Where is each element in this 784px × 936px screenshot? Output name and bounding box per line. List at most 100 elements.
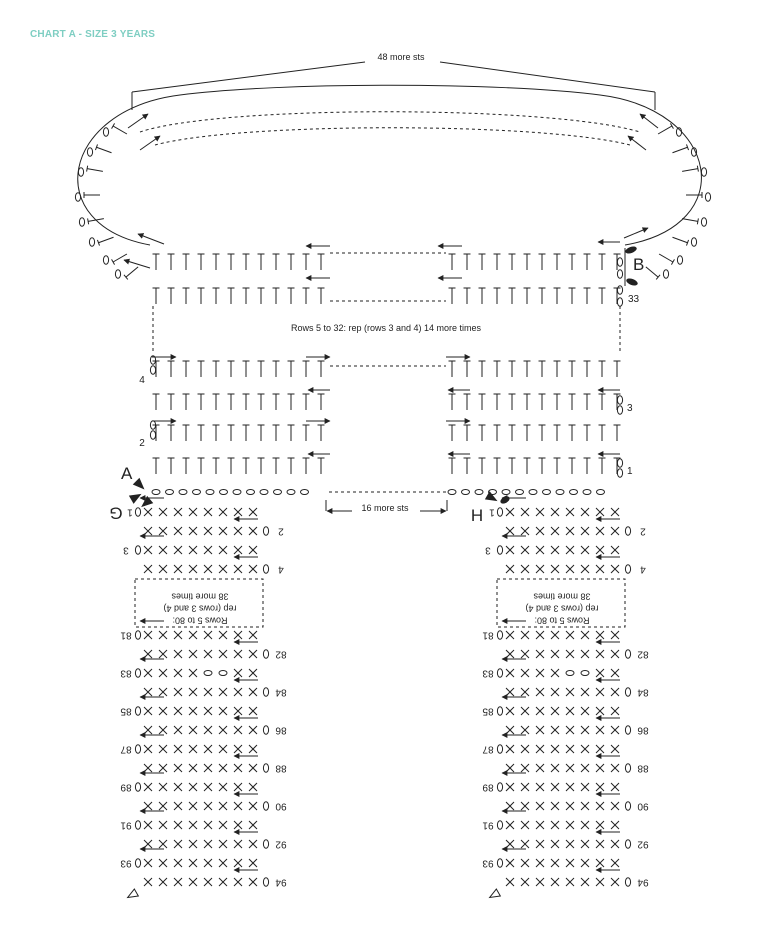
chain-stitch <box>580 670 590 676</box>
sc-stitch <box>218 649 228 659</box>
direction-arrow <box>639 113 659 129</box>
dc-stitch <box>152 287 160 304</box>
sc-stitch <box>505 545 515 555</box>
sc-stitch <box>595 630 605 640</box>
dc-stitch <box>212 287 220 304</box>
chain-stitch <box>286 489 296 495</box>
chain-stitch <box>134 858 142 868</box>
stitch-label: 1 <box>489 506 495 517</box>
sc-stitch <box>505 801 515 811</box>
dc-stitch <box>182 287 190 304</box>
stitch-label: 3 <box>485 544 491 555</box>
dc-stitch <box>257 393 265 410</box>
stitch-label: rep (rows 3 and 4) <box>163 604 236 614</box>
sc-stitch <box>158 877 168 887</box>
sc-stitch <box>173 820 183 830</box>
sc-stitch <box>173 668 183 678</box>
dc-stitch <box>197 457 205 474</box>
sc-stitch <box>580 687 590 697</box>
dc-stitch <box>167 393 175 410</box>
sc-stitch <box>158 630 168 640</box>
dc-stitch <box>242 393 250 410</box>
sc-stitch <box>520 668 530 678</box>
dc-stitch <box>553 424 561 441</box>
dc-stitch <box>672 144 690 154</box>
sc-stitch <box>505 725 515 735</box>
sc-stitch <box>233 801 243 811</box>
chain-stitch <box>262 763 270 773</box>
dc-stitch <box>672 236 690 246</box>
stitch-label: 84 <box>275 686 287 697</box>
sc-stitch <box>550 801 560 811</box>
chain-stitch <box>259 489 269 495</box>
sc-stitch <box>520 507 530 517</box>
stitch-label: 82 <box>637 648 649 659</box>
chain-stitch <box>569 489 578 495</box>
sc-stitch <box>580 526 590 536</box>
chain-stitch <box>624 839 632 849</box>
sc-stitch <box>173 649 183 659</box>
chain-stitch <box>262 725 270 735</box>
sc-stitch <box>188 858 198 868</box>
sc-stitch <box>233 782 243 792</box>
dc-stitch <box>212 393 220 410</box>
sc-stitch <box>203 545 213 555</box>
chain-stitch <box>700 217 708 227</box>
dc-stitch <box>568 287 576 304</box>
dc-stitch <box>478 253 486 270</box>
sc-stitch <box>550 668 560 678</box>
sc-stitch <box>218 877 228 887</box>
sc-stitch <box>610 839 620 849</box>
sc-stitch <box>565 649 575 659</box>
marker-triangle <box>141 495 154 508</box>
sc-stitch <box>505 526 515 536</box>
dc-stitch <box>83 192 100 198</box>
dc-stitch <box>302 360 310 377</box>
dc-stitch <box>227 360 235 377</box>
sc-stitch <box>173 858 183 868</box>
dc-stitch <box>242 360 250 377</box>
sc-stitch <box>580 630 590 640</box>
sc-stitch <box>233 545 243 555</box>
chain-stitch <box>582 489 592 495</box>
sc-stitch <box>248 839 258 849</box>
chain-stitch <box>624 687 632 697</box>
dc-stitch <box>167 424 175 441</box>
dc-stitch <box>523 287 531 304</box>
sc-stitch <box>595 526 605 536</box>
stitch-label: 93 <box>482 857 494 868</box>
dc-stitch <box>613 457 621 474</box>
sc-stitch <box>565 687 575 697</box>
sc-stitch <box>158 668 168 678</box>
sc-stitch <box>143 526 153 536</box>
stitch-label: 85 <box>482 705 494 716</box>
sc-stitch <box>218 545 228 555</box>
sc-stitch <box>595 668 605 678</box>
stitch-label: 90 <box>637 800 649 811</box>
sc-stitch <box>535 564 545 574</box>
sc-stitch <box>203 526 213 536</box>
sleeve-chart-left: Rows 5 to 80:rep (rows 3 and 4)38 more t… <box>120 495 287 899</box>
sc-stitch <box>218 820 228 830</box>
sc-stitch <box>520 545 530 555</box>
sc-stitch <box>565 877 575 887</box>
sc-stitch <box>173 744 183 754</box>
sc-stitch <box>173 706 183 716</box>
ring-outline <box>77 84 702 246</box>
sc-stitch <box>158 545 168 555</box>
yoke-top-note: 48 more sts <box>377 52 425 62</box>
sc-stitch <box>580 649 590 659</box>
stitch-label: 81 <box>482 629 494 640</box>
chain-stitch <box>690 147 698 157</box>
sc-stitch <box>550 706 560 716</box>
sc-stitch <box>535 668 545 678</box>
sc-stitch <box>218 744 228 754</box>
sc-stitch <box>233 630 243 640</box>
chain-stitch <box>134 706 142 716</box>
dc-stitch <box>257 360 265 377</box>
marker-triangle <box>484 491 498 502</box>
sc-stitch <box>535 782 545 792</box>
sc-stitch <box>550 839 560 849</box>
dc-stitch <box>212 424 220 441</box>
sc-stitch <box>233 725 243 735</box>
